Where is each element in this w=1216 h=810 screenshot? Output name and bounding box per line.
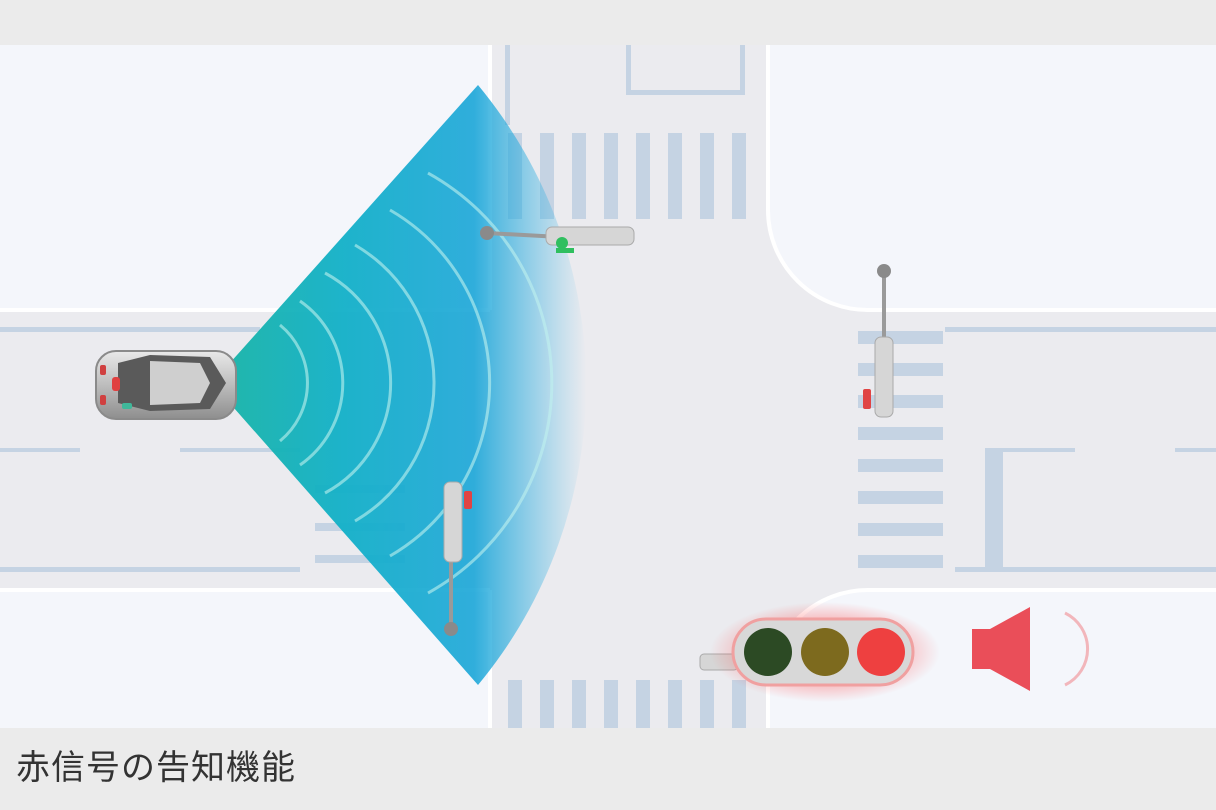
traffic-light-east [863, 264, 894, 418]
traffic-light-icon [699, 602, 940, 702]
red-lamp [857, 628, 905, 676]
green-lamp [744, 628, 792, 676]
sidewalk-bottom-left [0, 590, 490, 728]
caption-title: 赤信号の告知機能 [16, 748, 296, 788]
sensor-waves [279, 171, 554, 595]
top-band [0, 0, 1216, 45]
intersection-diagram [0, 45, 1216, 728]
crosswalk-south [508, 680, 746, 728]
caption-band [0, 728, 1216, 810]
car-icon [95, 350, 237, 420]
sound-wave-icon [1064, 611, 1089, 687]
traffic-light-west [443, 481, 472, 636]
speaker-icon [972, 607, 1030, 691]
traffic-light-north [480, 226, 635, 253]
sidewalk-top-right [767, 45, 1216, 311]
yellow-lamp [801, 628, 849, 676]
